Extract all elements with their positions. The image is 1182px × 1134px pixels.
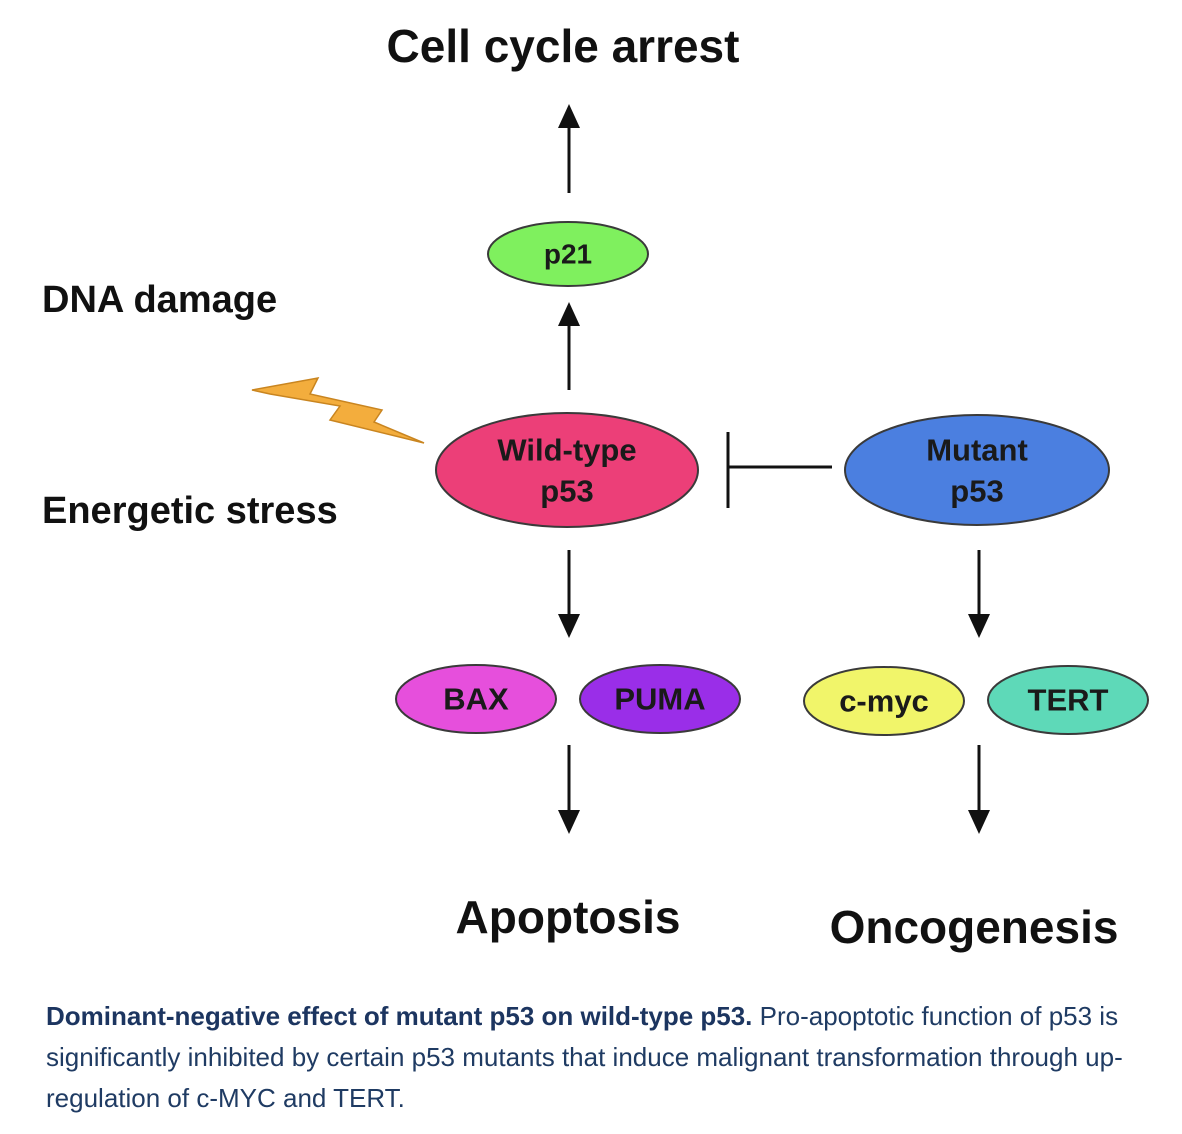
lightning-bolt-icon bbox=[251, 376, 425, 444]
outcome-cell-cycle-arrest: Cell cycle arrest bbox=[387, 20, 740, 72]
wild-type-p53-label-line1: Wild-type bbox=[497, 433, 636, 468]
node-puma: PUMA bbox=[579, 664, 741, 734]
edge-wild-type-p53-to-p21 bbox=[558, 302, 580, 390]
figure-caption: Dominant-negative effect of mutant p53 o… bbox=[46, 996, 1136, 1119]
wild-type-p53-label-line2: p53 bbox=[540, 474, 593, 509]
stimulus-energetic-stress: Energetic stress bbox=[42, 490, 338, 532]
node-mutant-p53: Mutant p53 bbox=[844, 414, 1110, 526]
p21-ellipse bbox=[487, 221, 649, 287]
wild-type-p53-ellipse bbox=[435, 412, 699, 528]
edge-p21-to-cell-cycle-arrest bbox=[558, 104, 580, 193]
node-wild-type-p53: Wild-type p53 bbox=[435, 412, 699, 528]
p53-pathway-diagram: Cell cycle arrest p21 DNA damage Energet… bbox=[42, 20, 1149, 953]
cmyc-ellipse bbox=[803, 666, 965, 736]
cmyc-label: c-myc bbox=[839, 684, 929, 719]
puma-label: PUMA bbox=[614, 682, 705, 717]
puma-ellipse bbox=[579, 664, 741, 734]
mutant-p53-label-line2: p53 bbox=[950, 474, 1003, 509]
p21-label: p21 bbox=[544, 239, 592, 270]
mutant-p53-ellipse bbox=[844, 414, 1110, 526]
node-bax: BAX bbox=[395, 664, 557, 734]
mutant-p53-label-line1: Mutant bbox=[926, 433, 1028, 468]
edge-wild-type-p53-to-bax-puma bbox=[558, 550, 580, 638]
node-tert: TERT bbox=[987, 665, 1149, 735]
outcome-oncogenesis: Oncogenesis bbox=[830, 901, 1119, 953]
stimulus-dna-damage: DNA damage bbox=[42, 279, 277, 321]
caption-title: Dominant-negative effect of mutant p53 o… bbox=[46, 1001, 753, 1031]
tert-ellipse bbox=[987, 665, 1149, 735]
edge-mutant-p53-inhibits-wild-type-p53 bbox=[726, 432, 832, 508]
outcome-apoptosis: Apoptosis bbox=[456, 891, 681, 943]
edge-mutant-p53-to-cmyc-tert bbox=[968, 550, 990, 638]
bax-label: BAX bbox=[443, 682, 509, 717]
caption-body: Pro-apoptotic function of p53 is signifi… bbox=[46, 1001, 1123, 1113]
bax-ellipse bbox=[395, 664, 557, 734]
node-p21: p21 bbox=[487, 221, 649, 287]
edge-cmyc-tert-to-oncogenesis bbox=[968, 745, 990, 834]
edge-bax-puma-to-apoptosis bbox=[558, 745, 580, 834]
node-cmyc: c-myc bbox=[803, 666, 965, 736]
tert-label: TERT bbox=[1028, 683, 1109, 718]
